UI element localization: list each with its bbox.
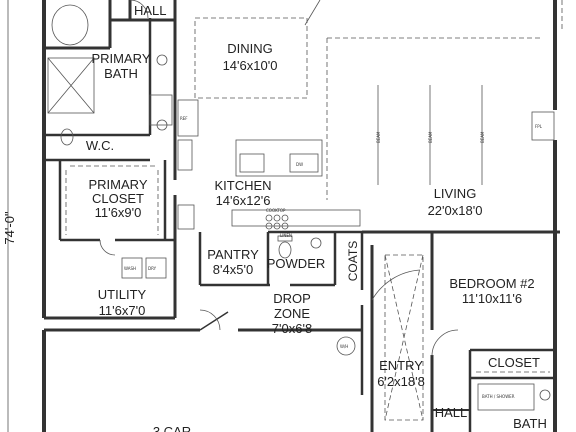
dryer-label: DRY <box>148 266 157 271</box>
living-size: 22'0x18'0 <box>428 203 483 218</box>
room-labels: HALL DINING 14'6x10'0 PRIMARY BATH W.C. … <box>2 3 547 432</box>
bath-shower-label: BATH / SHOWER <box>482 394 515 399</box>
walls <box>42 0 560 432</box>
kitchen-label: KITCHEN <box>214 178 271 193</box>
fireplace-label: FPL <box>535 124 543 129</box>
overall-dimension: 74'-0" <box>2 211 17 245</box>
bath-label: BATH <box>513 416 547 431</box>
hall-bottom-label: HALL <box>435 405 468 420</box>
wc-label: W.C. <box>86 138 114 153</box>
closet-label: CLOSET <box>488 355 540 370</box>
primary-bath-label-1: PRIMARY <box>92 51 151 66</box>
dining-label: DINING <box>227 41 273 56</box>
dishwasher-label: DW <box>296 162 303 167</box>
hall-top-label: HALL <box>134 3 167 18</box>
garage-label: 3 CAR <box>153 424 191 432</box>
washer-label: WASH <box>124 266 136 271</box>
drop-zone-size: 7'0x6'8 <box>272 321 312 336</box>
utility-label: UTILITY <box>98 287 147 302</box>
primary-closet-label-2: CLOSET <box>92 191 144 206</box>
dining-size: 14'6x10'0 <box>223 58 278 73</box>
bedroom2-label: BEDROOM #2 <box>449 276 534 291</box>
ref-label: REF <box>180 116 188 121</box>
fixture-labels: LINEN WASH DRY REF DW COOKTOP BATH / SHO… <box>124 116 543 399</box>
entry-label: ENTRY <box>379 358 423 373</box>
kitchen-size: 14'6x12'6 <box>216 193 271 208</box>
drop-zone-label-2: ZONE <box>274 306 310 321</box>
entry-size: 6'2x18'8 <box>377 374 425 389</box>
powder-label: POWDER <box>267 256 326 271</box>
primary-closet-size: 11'6x9'0 <box>95 205 142 220</box>
coats-label: COATS <box>346 241 360 281</box>
drop-zone-label-1: DROP <box>273 291 311 306</box>
living-label: LIVING <box>434 186 477 201</box>
bedroom2-size: 11'10x11'6 <box>462 291 522 306</box>
primary-bath-label-2: BATH <box>104 66 138 81</box>
water-heater-label: W/H <box>340 344 348 349</box>
cooktop-label: COOKTOP <box>266 208 286 213</box>
beam-label-2: BEAM <box>428 131 433 143</box>
utility-size: 11'6x7'0 <box>99 303 146 318</box>
linen-label: LINEN <box>280 233 292 238</box>
detail-lines <box>7 0 563 432</box>
pantry-label: PANTRY <box>207 247 259 262</box>
beam-label-3: BEAM <box>480 131 485 143</box>
primary-closet-label-1: PRIMARY <box>89 177 148 192</box>
pantry-size: 8'4x5'0 <box>213 262 253 277</box>
beam-label-1: BEAM <box>376 131 381 143</box>
